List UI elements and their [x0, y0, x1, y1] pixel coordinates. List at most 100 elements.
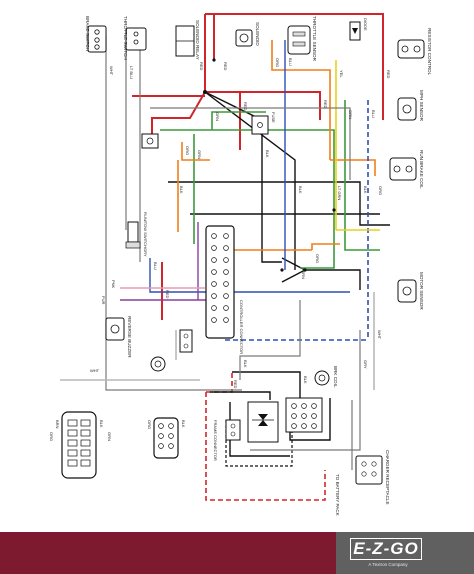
svg-text:ORG: ORG	[315, 254, 320, 263]
svg-text:RED: RED	[165, 290, 170, 299]
controller-connector: CONTROLLER CONNECTOR	[205, 225, 244, 354]
ezgo-logo: E-Z-GO	[350, 538, 422, 560]
resistor-control: RESISTOR CONTROL	[397, 28, 432, 76]
throttle-sensor-label: THROTTLE SENSOR	[312, 16, 317, 62]
fuse-block: FUSE	[251, 112, 276, 135]
solenoid-relay-label: SOLENOID RELAY	[195, 20, 200, 60]
green-wires	[160, 100, 380, 269]
svg-text:BLU: BLU	[153, 262, 158, 270]
svg-text:BLU: BLU	[371, 110, 376, 118]
svg-text:ORG: ORG	[378, 186, 383, 195]
junction-dots	[203, 58, 336, 272]
svg-text:GRY: GRY	[143, 248, 148, 257]
solenoid-relay: SOLENOID RELAY	[175, 20, 200, 60]
solenoid-coil-relay	[141, 133, 159, 149]
resistor-control-label: RESISTOR CONTROL	[427, 28, 432, 76]
diode: DIODE	[349, 18, 368, 41]
mph-sensor: MPH SENSOR	[397, 90, 424, 122]
reverse-buzzer-label: REVERSE BUZZER	[127, 316, 132, 358]
fuse-label: FUSE	[271, 112, 276, 123]
svg-text:ORG: ORG	[147, 420, 152, 429]
pin-connector-diagram-small	[153, 417, 179, 459]
frame-connector: FRAME CONNECTOR	[213, 419, 241, 461]
gray-wires	[105, 36, 361, 470]
throttle-switch-label: THROTTLE SWITCH	[123, 16, 128, 60]
svg-text:WHT: WHT	[109, 66, 114, 76]
brake-switch: BRAKE SWITCH	[85, 16, 107, 53]
reverse-switch-label: RUN/TOW SWITCH	[143, 212, 148, 248]
charger-receptacle-label: CHARGER RECEPTACLE	[385, 450, 390, 505]
svg-text:BLK: BLK	[99, 420, 104, 428]
wiring-diagram: BRAKE SWITCH THROTTLE SWITCH SOLENOID RE…	[49, 13, 432, 517]
solenoid-label: SOLENOID	[255, 22, 260, 46]
svg-text:BLK: BLK	[303, 376, 308, 384]
mph-sensor-label: MPH SENSOR	[419, 90, 424, 122]
run-brake-coil: RUN BRAKE COIL	[389, 150, 424, 189]
reverse-switch: RUN/TOW SWITCH	[125, 212, 148, 249]
svg-text:GRN: GRN	[107, 432, 112, 441]
svg-text:ORG: ORG	[49, 432, 54, 441]
motor-sensor-label: MOTOR SENSOR	[419, 272, 424, 310]
svg-text:BLK: BLK	[243, 360, 248, 368]
wire-labels: WHT LT BLU RED RED RED ORG BLU RED YEL G…	[49, 58, 391, 441]
svg-text:WHT: WHT	[90, 368, 100, 373]
svg-text:WHT: WHT	[377, 330, 382, 340]
svg-text:BLK: BLK	[181, 420, 186, 428]
orange-wires	[177, 40, 376, 251]
controller-connector-label: CONTROLLER CONNECTOR	[239, 300, 244, 354]
svg-text:BLK: BLK	[298, 186, 303, 194]
horn	[150, 356, 166, 372]
svg-text:GRN: GRN	[348, 110, 353, 119]
white-wires	[60, 292, 375, 390]
svg-text:GRN: GRN	[197, 150, 202, 159]
frame-connector-label: FRAME CONNECTOR	[213, 420, 218, 461]
svg-text:RED: RED	[199, 62, 204, 71]
svg-text:GRN: GRN	[215, 112, 220, 121]
svg-text:RED: RED	[323, 100, 328, 109]
svg-text:RED: RED	[233, 380, 238, 389]
svg-text:BLK: BLK	[363, 186, 368, 194]
brk-coil-label: BRK COIL	[333, 366, 338, 388]
motor-sensor: MOTOR SENSOR	[397, 272, 424, 310]
svg-text:GRY: GRY	[363, 360, 368, 369]
blue-wires	[149, 40, 350, 293]
footer-band	[0, 532, 336, 574]
charger-receptacle: CHARGER RECEPTACLE	[355, 450, 390, 505]
footer-logo-panel	[336, 532, 474, 574]
run-brake-coil-label: RUN BRAKE COIL	[419, 150, 424, 189]
red-wires	[132, 13, 384, 320]
black-dashed-wire	[225, 420, 293, 467]
brk-coil: BRK COIL	[314, 366, 338, 388]
svg-text:PNK: PNK	[111, 280, 116, 289]
yellow-wires	[335, 60, 380, 231]
svg-text:ORG: ORG	[275, 58, 280, 67]
pin-connector-diagram	[61, 411, 97, 479]
purple-wires	[120, 222, 218, 301]
reverse-buzzer: REVERSE BUZZER	[105, 316, 132, 358]
battery-pack-label: TO BATTERY PACK	[335, 474, 340, 517]
brake-switch-label: BRAKE SWITCH	[85, 16, 90, 51]
svg-text:RED: RED	[223, 62, 228, 71]
svg-text:PUR: PUR	[101, 296, 106, 305]
ezgo-logo-text: E-Z-GO	[353, 539, 419, 558]
svg-text:BLK: BLK	[265, 150, 270, 158]
key-switch	[179, 329, 193, 353]
svg-text:YEL: YEL	[339, 70, 344, 78]
blue-dashed-wire	[225, 100, 369, 341]
svg-text:GRN: GRN	[301, 270, 306, 279]
svg-text:ORG: ORG	[185, 146, 190, 155]
svg-text:LT BLU: LT BLU	[129, 66, 134, 79]
svg-text:RED: RED	[243, 102, 248, 111]
forward-reverse-block	[247, 397, 323, 443]
battery-pack: TO BATTERY PACK	[335, 474, 340, 517]
throttle-switch: THROTTLE SWITCH	[123, 16, 147, 60]
svg-text:LT GRN: LT GRN	[337, 186, 342, 200]
footer: E-Z-GO A Textron Company	[0, 532, 474, 574]
solenoid: SOLENOID	[235, 22, 260, 47]
svg-text:BLK: BLK	[179, 186, 184, 194]
svg-text:BLU: BLU	[288, 58, 293, 66]
svg-text:BRN: BRN	[55, 420, 60, 429]
svg-text:RED: RED	[386, 70, 391, 79]
ezgo-tagline: A Textron Company	[368, 562, 408, 567]
throttle-sensor: THROTTLE SENSOR	[287, 16, 317, 62]
